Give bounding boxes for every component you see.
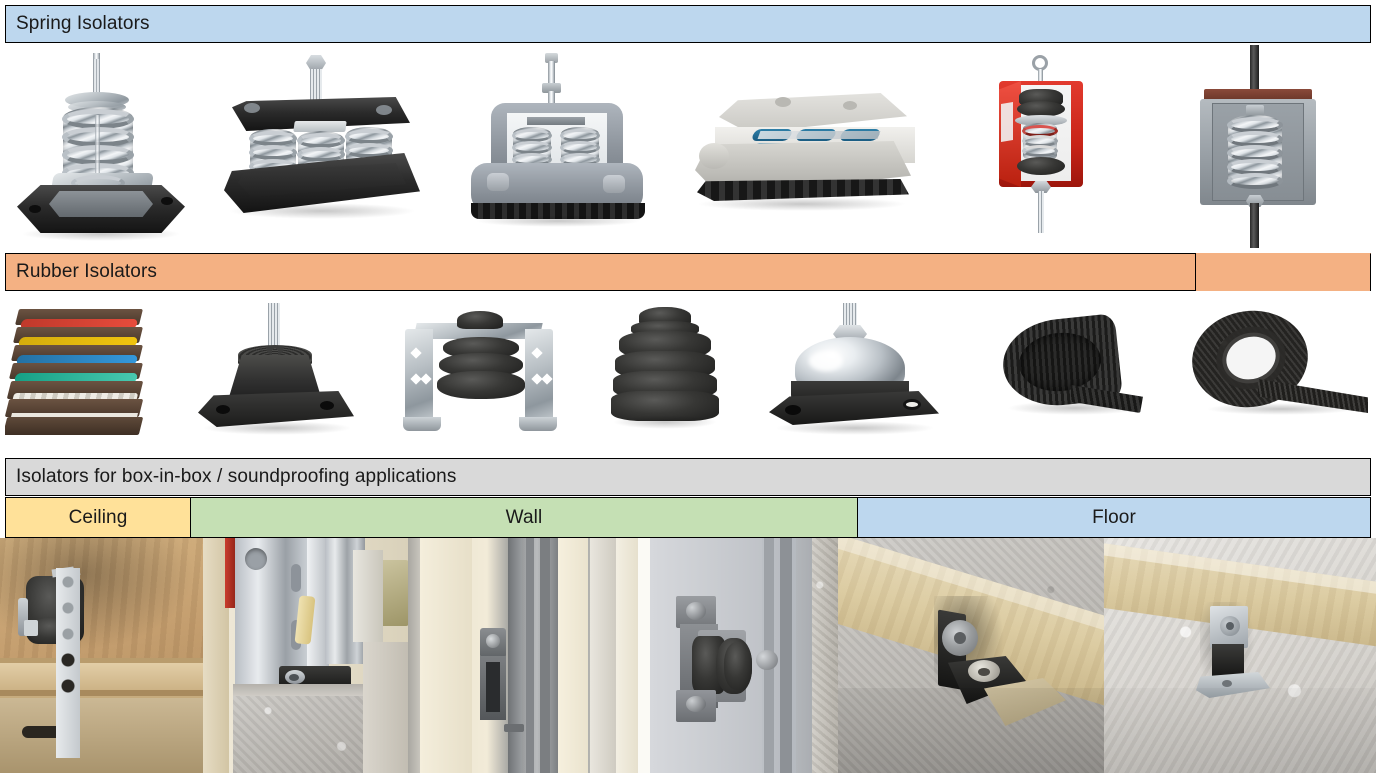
product-image-cork-rubber-strip-roll xyxy=(1166,293,1371,453)
section-header-rubber-extension xyxy=(1196,253,1371,291)
product-image-multi-spring-mount-with-steel-top-plate xyxy=(210,45,435,248)
product-image-ribbed-rubber-strip-roll xyxy=(963,293,1166,453)
product-image-chrome-dome-rubber-mount xyxy=(751,293,963,453)
product-image-housed-spring-isolator-grey xyxy=(435,45,667,248)
product-image-ceiling-hanger-isolator-on-timber xyxy=(0,538,203,773)
image-strip-rubber-isolators xyxy=(5,293,1371,453)
subsection-label-floor: Floor xyxy=(1092,506,1136,528)
subsection-label-ceiling: Ceiling xyxy=(68,506,128,528)
product-image-floor-joist-rubber-angle-isolator xyxy=(838,538,1104,773)
subsection-header-ceiling: Ceiling xyxy=(5,497,191,538)
product-image-floor-joist-steel-bracket-isolator xyxy=(1104,538,1376,773)
product-image-wall-bracket-isolator-render xyxy=(408,538,616,773)
product-image-open-spring-mount-with-rubber-base xyxy=(5,45,210,248)
subsection-header-floor: Floor xyxy=(857,497,1371,538)
product-image-grey-spring-hanger-isolator xyxy=(1142,45,1371,248)
product-image-layered-ribbed-rubber-pads-stack xyxy=(5,293,168,453)
section-title-spring: Spring Isolators xyxy=(16,13,150,34)
image-strip-spring-isolators xyxy=(5,45,1371,248)
product-image-red-spring-hanger-isolator xyxy=(937,45,1142,248)
section-header-box-in-box: Isolators for box-in-box / soundproofing… xyxy=(5,458,1371,496)
product-image-wall-mounted-rubber-isolator-render xyxy=(616,538,838,773)
section-title-box-in-box: Isolators for box-in-box / soundproofing… xyxy=(16,466,457,487)
product-image-conical-rubber-machine-mount xyxy=(168,293,381,453)
product-image-ribbed-rubber-bumper-mount xyxy=(577,293,751,453)
subsection-header-wall: Wall xyxy=(190,497,858,538)
product-image-low-profile-housed-spring-isolator-blue-springs xyxy=(667,45,937,248)
product-image-steel-stud-base-isolator-on-concrete xyxy=(203,538,408,773)
section-header-rubber-isolators: Rubber Isolators xyxy=(5,253,1196,291)
product-image-bracketed-rubber-hanger-mount xyxy=(381,293,577,453)
subsection-label-wall: Wall xyxy=(505,506,543,528)
section-title-rubber: Rubber Isolators xyxy=(16,261,158,282)
section-header-spring-isolators: Spring Isolators xyxy=(5,5,1371,43)
image-strip-box-in-box xyxy=(0,538,1376,773)
